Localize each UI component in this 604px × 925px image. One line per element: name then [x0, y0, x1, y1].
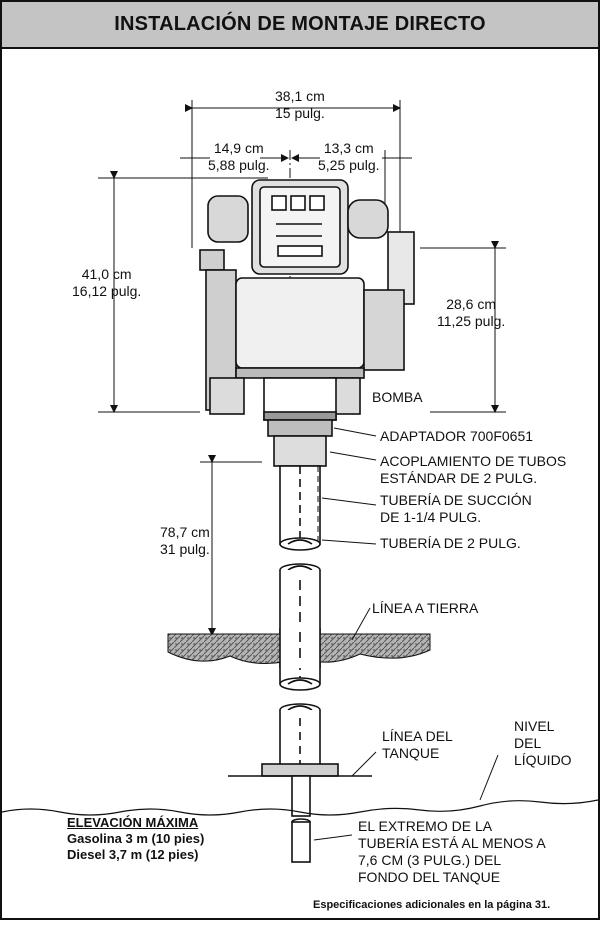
two-inch-pipe-label: TUBERÍA DE 2 PULG. [380, 535, 521, 551]
max-elevation-heading: ELEVACIÓN MÁXIMA [67, 815, 199, 830]
left-width-label: 14,9 cm 5,88 pulg. [208, 140, 270, 173]
overall-width-label: 38,1 cm 15 pulg. [275, 88, 325, 121]
gasoline-elevation: Gasolina 3 m (10 pies) [67, 831, 205, 846]
coupling-label: ACOPLAMIENTO DE TUBOS ESTÁNDAR DE 2 PULG… [380, 453, 567, 486]
liquid-level-line [1, 799, 599, 816]
right-width-label: 13,3 cm 5,25 pulg. [318, 140, 380, 173]
pump-label: BOMBA [372, 389, 423, 405]
ground-line-label: LÍNEA A TIERRA [372, 600, 479, 616]
diesel-elevation: Diesel 3,7 m (12 pies) [67, 847, 199, 862]
suction-pipe-label: TUBERÍA DE SUCCIÓN DE 1-1/4 PULG. [380, 492, 532, 525]
pipe-end-note: EL EXTREMO DE LA TUBERÍA ESTÁ AL MENOS A… [358, 818, 546, 885]
pipe-depth-label: 78,7 cm 31 pulg. [160, 524, 210, 557]
title-bar: INSTALACIÓN DE MONTAJE DIRECTO [2, 2, 598, 49]
page-title: INSTALACIÓN DE MONTAJE DIRECTO [114, 13, 486, 35]
leader-lines [313, 427, 499, 841]
footer-note: Especificaciones adicionales en la págin… [313, 899, 551, 911]
liquid-level-label: NIVEL DEL LÍQUIDO [514, 718, 572, 768]
max-elevation-block: ELEVACIÓN MÁXIMA Gasolina 3 m (10 pies) … [67, 815, 204, 863]
tank-line-label: LÍNEA DEL TANQUE [382, 728, 453, 761]
pump-assembly [199, 179, 415, 421]
total-height-label: 41,0 cm 16,12 pulg. [72, 266, 142, 299]
adapter-label: ADAPTADOR 700F0651 [380, 428, 534, 444]
right-height-label: 28,6 cm 11,25 pulg. [437, 296, 506, 329]
